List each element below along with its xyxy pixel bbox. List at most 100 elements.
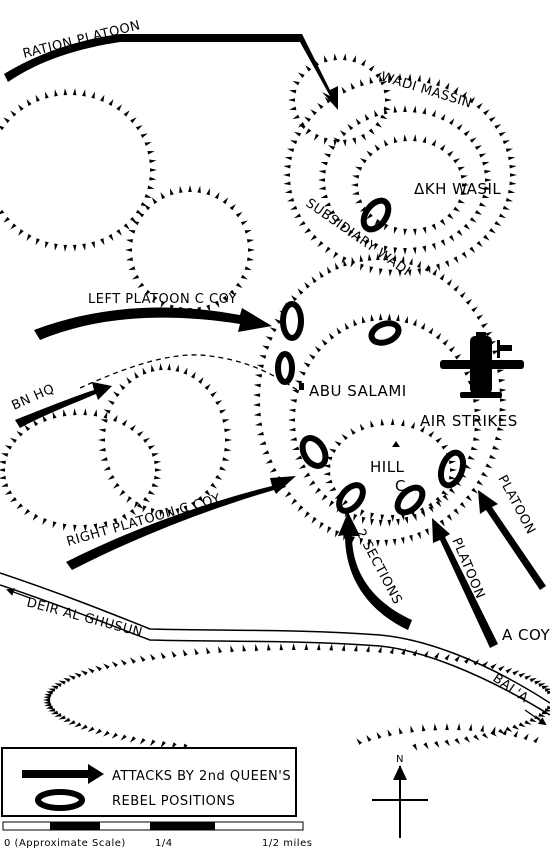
hachure-mark (380, 114, 388, 120)
hachure-mark (244, 229, 252, 234)
hachure-mark (473, 437, 481, 441)
hachure-mark (541, 685, 550, 690)
hachure-mark (93, 523, 98, 531)
hachure-mark (218, 645, 223, 654)
hachure-mark (479, 153, 487, 158)
hachure-mark (400, 419, 405, 427)
hachure-mark (476, 480, 484, 486)
hachure-mark (320, 194, 328, 199)
hachure-mark (518, 722, 526, 728)
hachure-mark (119, 383, 126, 391)
hachure-mark (137, 282, 145, 289)
hachure-mark (360, 59, 366, 67)
scale-zero-label: 0 (Approximate Scale) (4, 838, 126, 849)
hachure-mark (393, 105, 398, 113)
hachure-mark (284, 156, 292, 161)
hachure-mark (396, 314, 400, 322)
hachure-mark (379, 74, 383, 82)
hachure-mark (422, 135, 427, 144)
scale-quarter-label: 1/4 (155, 838, 173, 849)
hachure-mark (137, 430, 144, 437)
hachure-mark (481, 322, 489, 329)
hachure-mark (435, 500, 442, 508)
hachure-mark (489, 228, 496, 234)
hachure-mark (385, 98, 392, 102)
hachure-mark (354, 166, 363, 171)
hachure-mark (441, 490, 449, 496)
hachure-mark (265, 459, 273, 464)
hachure-mark (73, 408, 77, 416)
hachure-mark (476, 314, 484, 320)
hachure-mark (262, 450, 270, 455)
hachure-mark (442, 494, 449, 501)
hachure-mark (327, 210, 336, 215)
hachure-mark (460, 191, 468, 195)
hachure-mark (210, 391, 217, 398)
hachure-mark (222, 419, 230, 423)
hachure-mark (206, 304, 211, 312)
hachure-mark (390, 514, 395, 522)
hachure-mark (144, 141, 152, 147)
hachure-mark (139, 655, 146, 663)
hachure-mark (508, 189, 516, 194)
hachure-mark (144, 289, 151, 296)
hachure-mark (384, 245, 388, 253)
hachure-mark (422, 226, 427, 235)
hachure-mark (461, 251, 468, 259)
hachure-mark (413, 134, 417, 142)
hachure-mark (323, 55, 328, 63)
hill-contours (0, 53, 550, 751)
hachure-mark (434, 652, 440, 659)
hachure-mark (98, 447, 106, 452)
hachure-mark (154, 475, 162, 480)
hachure-mark (179, 185, 183, 193)
hachure-mark (442, 339, 449, 346)
hachure-mark (0, 468, 5, 472)
hachure-mark (374, 242, 379, 251)
hachure-mark (112, 518, 118, 526)
hachure-mark (113, 482, 120, 489)
hachure-mark (350, 428, 356, 435)
scale-half-label: 1/2 miles (262, 838, 312, 849)
hachure-mark (483, 234, 490, 241)
hachure-mark (403, 248, 407, 255)
hachure-mark (188, 185, 192, 192)
hachure-mark (32, 419, 39, 427)
hachure-mark (323, 153, 331, 158)
hachure-mark (254, 374, 263, 378)
hachure-mark (417, 268, 421, 276)
label-deir-al-ghusun: DEIR AL GHUSUN (25, 595, 144, 640)
hachure-mark (151, 295, 158, 303)
hachure-mark (432, 268, 438, 276)
hachure-mark (95, 665, 102, 672)
hachure-mark (359, 158, 367, 164)
rebel-position-abu-salami (275, 351, 295, 385)
hachure-mark (286, 197, 295, 202)
hachure-mark (351, 256, 356, 264)
hachure-mark (459, 501, 466, 509)
hachure-mark (298, 464, 306, 470)
hachure-mark (460, 175, 468, 179)
hachure-mark (469, 246, 476, 254)
hachure-mark (474, 210, 483, 215)
label-air-strikes: AIR STRIKES (420, 412, 518, 430)
hachure-mark (435, 332, 442, 340)
hachure-mark (289, 106, 297, 111)
hachure-mark (317, 102, 324, 110)
hachure-mark (497, 427, 505, 431)
hachure-mark (52, 521, 57, 529)
hachure-mark (326, 266, 332, 274)
hachure-mark (546, 705, 550, 710)
hachure-mark (468, 723, 473, 731)
hachure-mark (375, 72, 383, 78)
hachure-mark (297, 505, 304, 512)
hachure-mark (421, 724, 426, 732)
north-arrow-icon (372, 765, 428, 838)
hachure-mark (416, 260, 421, 269)
hachure-mark (80, 724, 88, 730)
label-wadi-massin: WADI MASSIN (379, 69, 474, 111)
hachure-mark (494, 436, 503, 441)
hachure-mark (10, 110, 17, 117)
hachure-mark (284, 189, 292, 194)
hachure-mark (91, 91, 95, 99)
